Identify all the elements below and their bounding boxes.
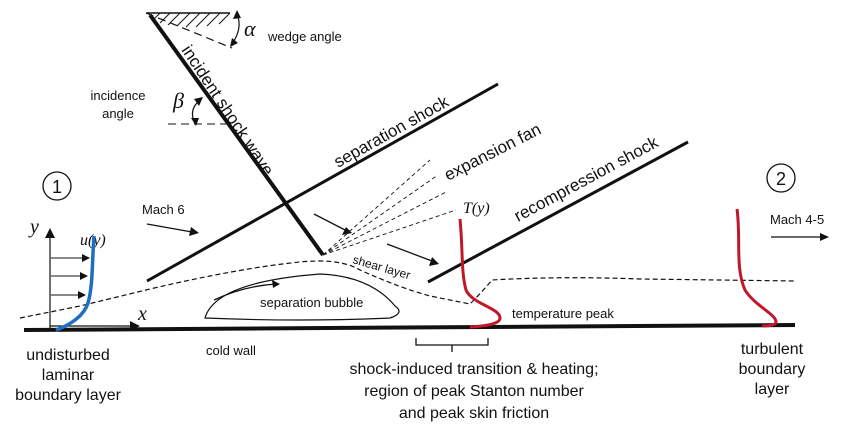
velocity-vector-heads [78,254,90,299]
station-2-number: 2 [776,169,786,189]
wedge [145,10,241,49]
transition-label-line1: shock-induced transition & heating; [349,361,598,378]
turbulent-label-line1: turbulent [741,341,804,358]
flow-arrow-over-bubble-head [429,257,439,266]
temperature-peak-label: temperature peak [512,306,614,321]
beta-arrowhead-bottom [191,118,199,126]
alpha-symbol: α [244,16,256,41]
undisturbed-label-line3: boundary layer [15,387,122,404]
cold-wall-label: cold wall [206,343,256,358]
incidence-angle-label-line2: angle [102,106,134,121]
transition-label-line3: and peak skin friction [399,405,549,422]
wedge-angle-label: wedge angle [267,29,342,44]
mach-out-label: Mach 4-5 [770,212,824,227]
transition-label-line2: region of peak Stanton number [364,383,584,400]
flow-arrow-behind-shock [313,213,346,231]
temperature-profile-peak-curve [458,218,502,329]
recompression-shock-label: recompression shock [511,132,662,225]
undisturbed-label-line1: undisturbed [26,347,110,364]
separation-bubble-label: separation bubble [260,295,363,310]
alpha-arrowhead-top [233,10,241,19]
x-axis-arrowhead [130,321,140,331]
recirculation-arrow [213,283,277,301]
y-axis-label: y [28,216,39,238]
expansion-fan-label: expansion fan [441,120,544,185]
flow-arrow-behind-shock-head [342,227,352,235]
mach-in-label: Mach 6 [142,202,185,217]
velocity-vectors [51,257,84,296]
y-axis-arrowhead [45,228,55,238]
expansion-fan-lines [322,159,457,256]
station-1-circle [42,171,72,201]
wedge-hatching [151,12,231,28]
beta-symbol: β [172,88,184,113]
temperature-profile-turbulent-curve [735,208,778,328]
undisturbed-label-line2: laminar [42,367,95,384]
turbulent-label-line2: boundary [739,361,806,378]
wedge-surface [145,12,233,49]
recirculation-arrowhead [272,280,280,288]
velocity-profile-curve [55,235,96,332]
transition-region-bracket [415,338,489,352]
alpha-arrowhead-bottom [230,38,238,47]
flow-arrow-over-bubble [386,243,433,262]
turbulent-label-line3: layer [755,381,790,398]
recompression-shock-line [427,140,689,284]
beta-arrowhead-top [194,97,203,106]
mach-in-arrow [146,223,193,233]
incidence-angle-label-line1: incidence [91,88,146,103]
boundary-layer-edge [19,260,796,319]
station-2-circle [766,163,796,193]
separation-bubble-outline [204,273,400,321]
wall-line [23,323,796,332]
x-axis-label: x [137,303,147,325]
separation-shock-line [146,82,499,283]
t-profile-label: T(y) [463,200,490,217]
mach-in-arrowhead [189,227,199,236]
station-1-number: 1 [52,177,62,197]
incident-shock-line [148,13,325,257]
mach-out-arrowhead [820,233,829,241]
separation-shock-label: separation shock [331,92,453,172]
shear-layer-label: shear layer [351,252,412,282]
